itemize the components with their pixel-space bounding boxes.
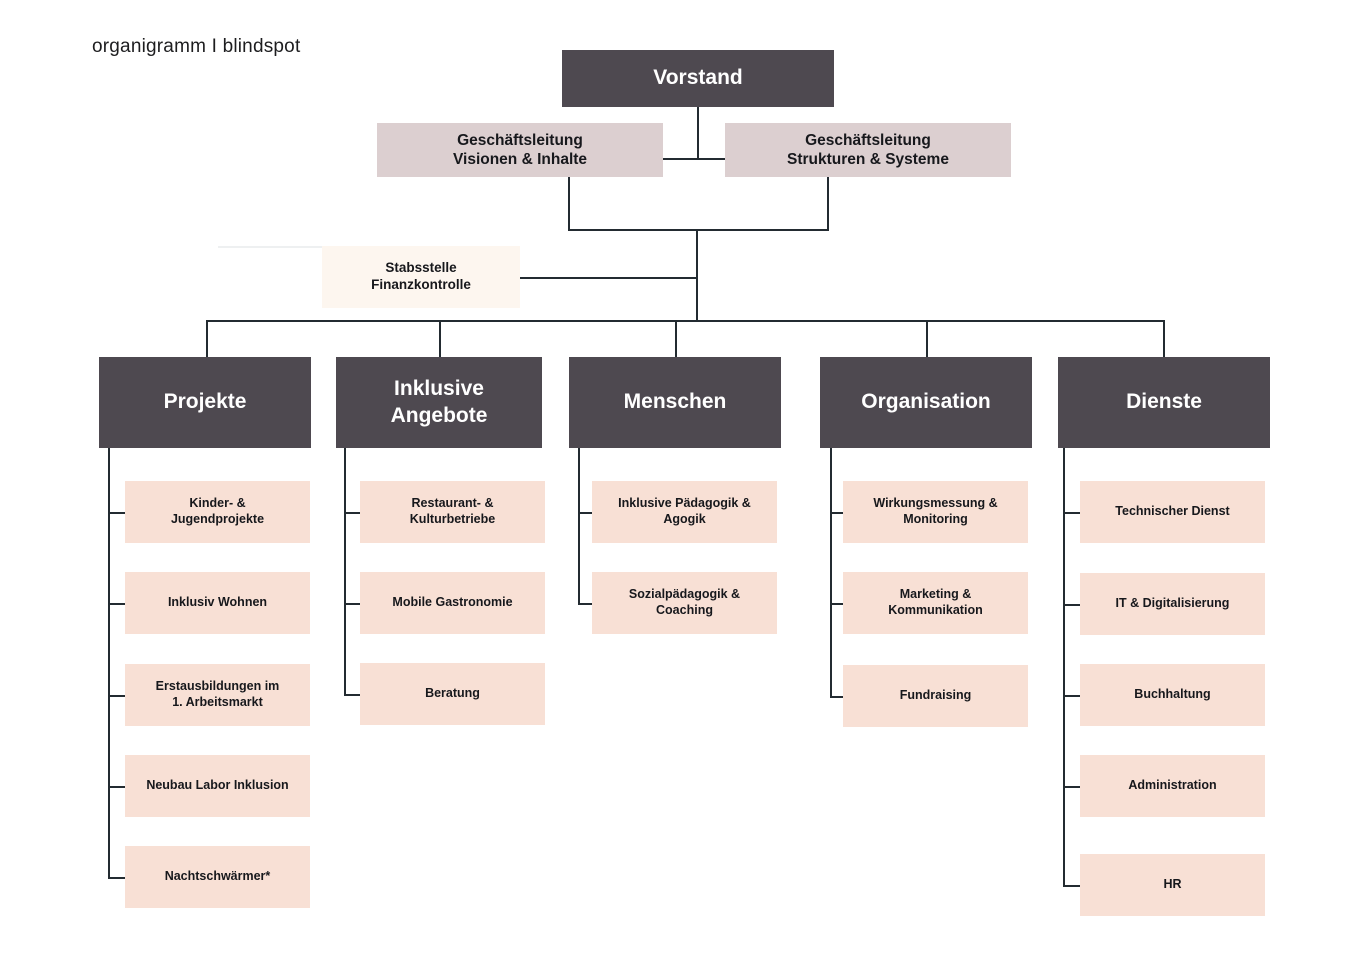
connector-drop-organisation [926, 320, 928, 357]
node-geschaeftsleitung-strukturen-systeme[interactable]: Geschäftsleitung Strukturen & Systeme [725, 123, 1011, 177]
node-unit-administration[interactable]: Administration [1080, 755, 1265, 817]
node-department-projekte[interactable]: Projekte [99, 357, 311, 448]
connector-exec-bridge [662, 158, 735, 160]
connector-tick [108, 512, 126, 514]
node-unit-beratung[interactable]: Beratung [360, 663, 545, 725]
connector-spine-inklusive-angebote [344, 448, 346, 695]
node-department-menschen[interactable]: Menschen [569, 357, 781, 448]
node-unit-inklusive-paedagogik-agogik[interactable]: Inklusive Pädagogik & Agogik [592, 481, 777, 543]
node-geschaeftsleitung-visionen-inhalte[interactable]: Geschäftsleitung Visionen & Inhalte [377, 123, 663, 177]
connector-tick [1063, 885, 1081, 887]
connector-exec-right-drop [827, 177, 829, 230]
node-unit-restaurant-kulturbetriebe[interactable]: Restaurant- & Kulturbetriebe [360, 481, 545, 543]
connector-tick [830, 512, 848, 514]
node-unit-erstausbildungen-1-arbeitsmarkt[interactable]: Erstausbildungen im 1. Arbeitsmarkt [125, 664, 310, 726]
connector-tick [1063, 786, 1081, 788]
connector-tick [1063, 512, 1081, 514]
node-unit-mobile-gastronomie[interactable]: Mobile Gastronomie [360, 572, 545, 634]
connector-tick [344, 694, 362, 696]
connector-spine-menschen [578, 448, 580, 604]
connector-spine-dienste [1063, 448, 1065, 886]
connector-drop-menschen [675, 320, 677, 357]
connector-tick [108, 877, 126, 879]
node-unit-sozialpaedagogik-coaching[interactable]: Sozialpädagogik & Coaching [592, 572, 777, 634]
connector-vorstand-stem [697, 107, 699, 159]
node-unit-fundraising[interactable]: Fundraising [843, 665, 1028, 727]
connector-tick [1063, 695, 1081, 697]
node-department-inklusive-angebote[interactable]: Inklusive Angebote [336, 357, 542, 448]
connector-tick [830, 696, 848, 698]
connector-drop-projekte [206, 320, 208, 357]
connector-tick [1063, 604, 1081, 606]
connector-tick [578, 512, 596, 514]
node-unit-inklusiv-wohnen[interactable]: Inklusiv Wohnen [125, 572, 310, 634]
connector-tick [830, 603, 848, 605]
node-unit-kinder-jugendprojekte[interactable]: Kinder- & Jugendprojekte [125, 481, 310, 543]
connector-drop-dienste [1163, 320, 1165, 357]
connector-exec-left-drop [568, 177, 570, 230]
connector-tick [344, 512, 362, 514]
connector-tick [108, 603, 126, 605]
connector-staff-faint-extension [218, 246, 328, 248]
node-unit-buchhaltung[interactable]: Buchhaltung [1080, 664, 1265, 726]
connector-tick [344, 603, 362, 605]
connector-main-spine [696, 229, 698, 321]
connector-tick [108, 695, 126, 697]
node-department-dienste[interactable]: Dienste [1058, 357, 1270, 448]
node-unit-marketing-kommunikation[interactable]: Marketing & Kommunikation [843, 572, 1028, 634]
node-department-organisation[interactable]: Organisation [820, 357, 1032, 448]
node-unit-technischer-dienst[interactable]: Technischer Dienst [1080, 481, 1265, 543]
node-unit-neubau-labor-inklusion[interactable]: Neubau Labor Inklusion [125, 755, 310, 817]
connector-drop-inklusive-angebote [439, 320, 441, 357]
page-title: organigramm I blindspot [92, 36, 301, 57]
connector-exec-merge-bar [568, 229, 829, 231]
connector-staff-branch [520, 277, 697, 279]
connector-department-distributor [206, 320, 1164, 322]
connector-spine-organisation [830, 448, 832, 697]
node-stabsstelle-finanzkontrolle[interactable]: Stabsstelle Finanzkontrolle [322, 246, 520, 308]
node-unit-wirkungsmessung-monitoring[interactable]: Wirkungsmessung & Monitoring [843, 481, 1028, 543]
node-unit-hr[interactable]: HR [1080, 854, 1265, 916]
connector-spine-projekte [108, 448, 110, 877]
node-vorstand[interactable]: Vorstand [562, 50, 834, 107]
node-unit-it-digitalisierung[interactable]: IT & Digitalisierung [1080, 573, 1265, 635]
connector-tick [578, 603, 596, 605]
node-unit-nachtschwaermer[interactable]: Nachtschwärmer* [125, 846, 310, 908]
connector-tick [108, 786, 126, 788]
